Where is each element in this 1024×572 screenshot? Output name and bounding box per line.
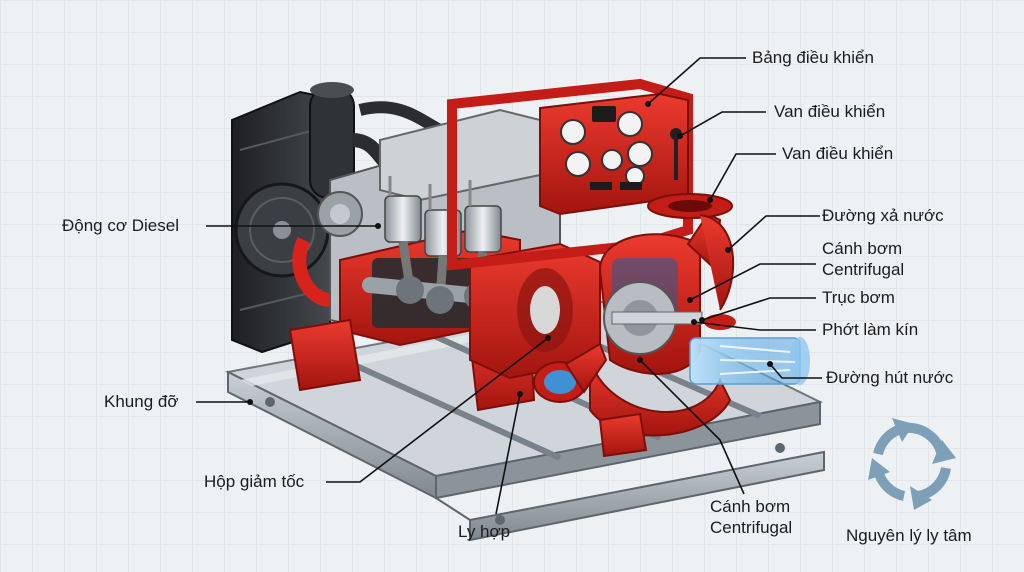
label-frame: Khung đỡ <box>104 392 179 411</box>
suction-pipe <box>689 314 810 385</box>
label-impeller-top-line2: Centrifugal <box>822 260 905 279</box>
label-clutch: Ly hợp <box>458 522 511 541</box>
label-impeller-top: Cánh bơm Centrifugal <box>822 238 904 280</box>
label-impeller-bottom-line1: Cánh bơm <box>710 497 791 516</box>
gearbox <box>469 242 601 380</box>
centrifugal-arrows-icon <box>868 418 956 510</box>
leader-lines <box>196 57 822 515</box>
label-impeller-bottom: Cánh bơm Centrifugal <box>710 496 792 538</box>
label-diesel-engine: Động cơ Diesel <box>62 216 179 235</box>
label-control-valve-1: Van điều khiển <box>774 102 886 121</box>
label-seal: Phớt làm kín <box>822 320 919 339</box>
label-suction: Đường hút nước <box>826 368 954 387</box>
label-control-valve-2: Van điều khiển <box>782 144 894 163</box>
air-filter <box>309 82 443 199</box>
suction-inlet <box>533 342 608 403</box>
label-shaft: Trục bơm <box>822 288 895 307</box>
label-impeller-bottom-line2: Centrifugal <box>710 518 793 537</box>
label-impeller-top-line1: Cánh bơm <box>822 239 903 258</box>
label-principle: Nguyên lý ly tâm <box>846 526 972 545</box>
control-panel <box>447 78 693 271</box>
pump-volute <box>589 193 735 458</box>
label-control-panel: Bảng điều khiển <box>752 48 874 67</box>
label-discharge: Đường xả nước <box>822 206 944 225</box>
label-gearbox: Hộp giảm tốc <box>204 472 305 491</box>
